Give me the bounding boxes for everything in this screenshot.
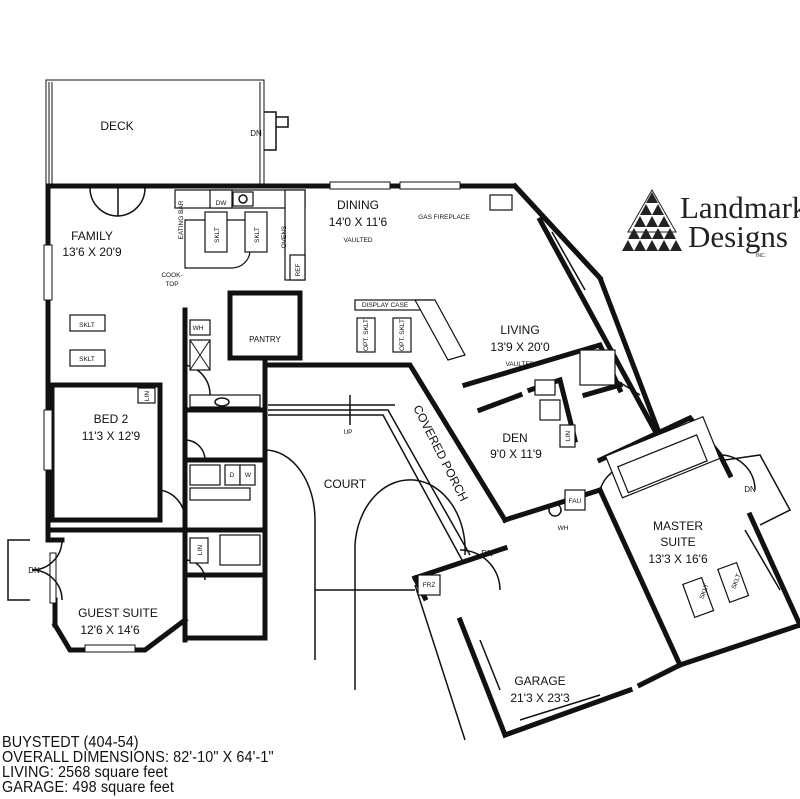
plan-info: BUYSTEDT (404-54) OVERALL DIMENSIONS: 82… bbox=[2, 734, 274, 796]
guest-suite-name: GUEST SUITE bbox=[78, 606, 158, 620]
lin-label-guest: LIN bbox=[197, 545, 204, 555]
cooktop-label-2: TOP bbox=[165, 281, 178, 288]
court-label: COURT bbox=[324, 477, 367, 491]
dw-label: DW bbox=[216, 200, 228, 207]
porch-stairs-dn: DN bbox=[481, 549, 493, 558]
up-label: UP bbox=[343, 429, 352, 436]
ovens-label: OVENS bbox=[281, 225, 288, 248]
frz-label: FRZ bbox=[423, 582, 436, 589]
kitchen bbox=[174, 189, 513, 371]
dining-note: VAULTED bbox=[343, 237, 372, 244]
overall-dimensions: OVERALL DIMENSIONS: 82'-10" X 64'-1" bbox=[2, 749, 274, 766]
logo-inc: INC. bbox=[756, 253, 766, 259]
triangle-logo-icon bbox=[622, 188, 682, 251]
living-area: LIVING: 2568 square feet bbox=[2, 764, 168, 781]
family-name: FAMILY bbox=[71, 229, 113, 243]
master-skylight-2: SKLT bbox=[731, 573, 743, 590]
lin-label-bed2: LIN bbox=[144, 391, 151, 401]
guest-stairs-dn: DN bbox=[28, 566, 40, 575]
living-name: LIVING bbox=[500, 323, 539, 337]
bed2-size: 11'3 X 12'9 bbox=[82, 429, 141, 443]
master-stairs-dn: DN bbox=[744, 485, 756, 494]
logo-line2: Designs bbox=[688, 219, 788, 254]
dryer-label: D bbox=[230, 472, 235, 479]
master-skylight-1: SKLT bbox=[699, 583, 711, 600]
doors bbox=[7, 187, 792, 660]
gas-fireplace-label: GAS FIREPLACE bbox=[418, 214, 470, 221]
eating-bar-label: EATING BAR bbox=[178, 200, 185, 239]
garage-size: 21'3 X 23'3 bbox=[510, 691, 570, 705]
skylights bbox=[69, 314, 750, 619]
landmark-designs-logo: Landmark Designs INC. bbox=[622, 188, 800, 259]
guest-suite-size: 12'6 X 14'6 bbox=[80, 623, 140, 637]
pantry-label: PANTRY bbox=[249, 335, 281, 344]
garage-name: GARAGE bbox=[514, 674, 565, 688]
bed2-name: BED 2 bbox=[94, 412, 129, 426]
master-size: 13'3 X 16'6 bbox=[648, 552, 708, 566]
garage-area: GARAGE: 498 square feet bbox=[2, 779, 175, 796]
washer-label: W bbox=[245, 472, 252, 479]
den-size: 9'0 X 11'9 bbox=[490, 447, 542, 461]
lin-label-master: LIN bbox=[565, 431, 572, 441]
family-skylight-1: SKLT bbox=[79, 322, 95, 329]
wh-label: WH bbox=[193, 325, 204, 332]
deck-stairs-dn: DN bbox=[250, 129, 262, 138]
den-name: DEN bbox=[502, 431, 527, 445]
deck-label: DECK bbox=[100, 119, 133, 133]
living-size: 13'9 X 20'0 bbox=[490, 340, 550, 354]
master-name-2: SUITE bbox=[660, 535, 695, 549]
kitchen-skylight-1: SKLT bbox=[214, 227, 221, 243]
opt-skylight-1: OPT. SKLT bbox=[363, 319, 370, 351]
kitchen-skylight-2: SKLT bbox=[254, 227, 261, 243]
logo-line1: Landmark bbox=[680, 190, 800, 225]
master-name-1: MASTER bbox=[653, 519, 703, 533]
plan-name: BUYSTEDT (404-54) bbox=[2, 734, 139, 751]
living-note: VAULTED bbox=[505, 361, 534, 368]
deck: DECK DN bbox=[45, 79, 289, 187]
family-size: 13'6 X 20'9 bbox=[62, 245, 122, 259]
walkways bbox=[268, 395, 471, 690]
cooktop-label-1: COOK- bbox=[161, 272, 182, 279]
windows bbox=[43, 181, 781, 741]
display-case-label: DISPLAY CASE bbox=[362, 302, 409, 309]
dining-size: 14'0 X 11'6 bbox=[329, 215, 388, 229]
wh-garage-label: WH bbox=[558, 525, 569, 532]
opt-skylight-2: OPT. SKLT bbox=[399, 319, 406, 351]
dining-name: DINING bbox=[337, 198, 379, 212]
family-skylight-2: SKLT bbox=[79, 356, 95, 363]
fau-label: FAU bbox=[569, 498, 582, 505]
bathrooms bbox=[137, 349, 721, 596]
ref-label: REF bbox=[295, 263, 302, 276]
